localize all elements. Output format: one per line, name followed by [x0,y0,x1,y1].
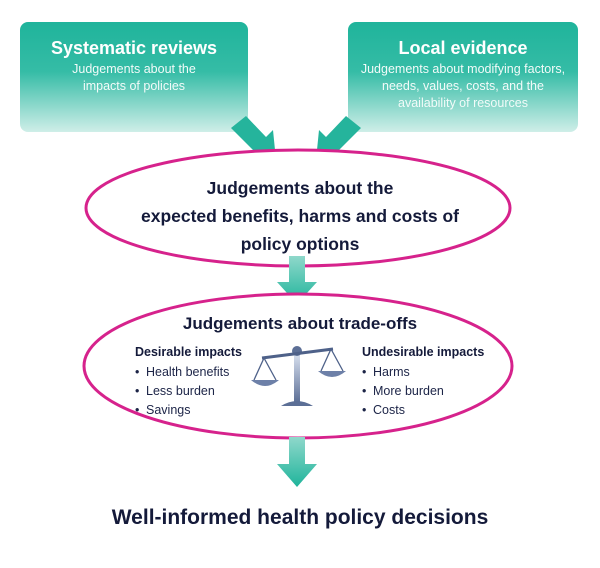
desirable-impacts-heading: Desirable impacts [135,345,242,359]
undesirable-impacts-heading: Undesirable impacts [362,345,485,359]
expected-benefits-line: expected benefits, harms and costs of [140,206,459,226]
expected-benefits-line: Judgements about the [206,178,394,198]
desirable-impact-item: Savings [135,401,265,420]
tradeoffs-title: Judgements about trade-offs [182,314,418,333]
desirable-impact-item: Less burden [135,382,265,401]
arrow-from-systematic-reviews [231,116,276,160]
outcome-text: Well-informed health policy decisions [111,506,489,529]
systematic-reviews-body: Judgements about the impacts of policies [20,61,248,95]
local-evidence-line: availability of resources [398,96,528,110]
desirable-impact-item: Health benefits [135,363,265,382]
undesirable-impact-item: Costs [362,401,492,420]
down-arrow-to-decisions [277,437,317,487]
local-evidence-body: Judgements about modifying factors, need… [348,61,578,112]
systematic-reviews-box: Systematic reviews Judgements about the … [20,22,248,132]
local-evidence-line: needs, values, costs, and the [382,79,544,93]
local-evidence-title: Local evidence [398,38,528,58]
expected-benefits-text: Judgements about the expected benefits, … [120,174,480,258]
down-arrow-to-tradeoffs [277,256,317,304]
local-evidence-box: Local evidence Judgements about modifyin… [348,22,578,132]
undesirable-impacts-list: Undesirable impacts Harms More burden Co… [362,343,492,420]
systematic-reviews-title: Systematic reviews [50,38,218,58]
expected-benefits-line: policy options [240,234,360,254]
desirable-impacts-list: Desirable impacts Health benefits Less b… [135,343,265,420]
local-evidence-line: Judgements about modifying factors, [360,62,566,76]
systematic-reviews-line: impacts of policies [82,79,186,93]
systematic-reviews-line: Judgements about the [72,62,196,76]
undesirable-impact-item: Harms [362,363,492,382]
undesirable-impact-item: More burden [362,382,492,401]
